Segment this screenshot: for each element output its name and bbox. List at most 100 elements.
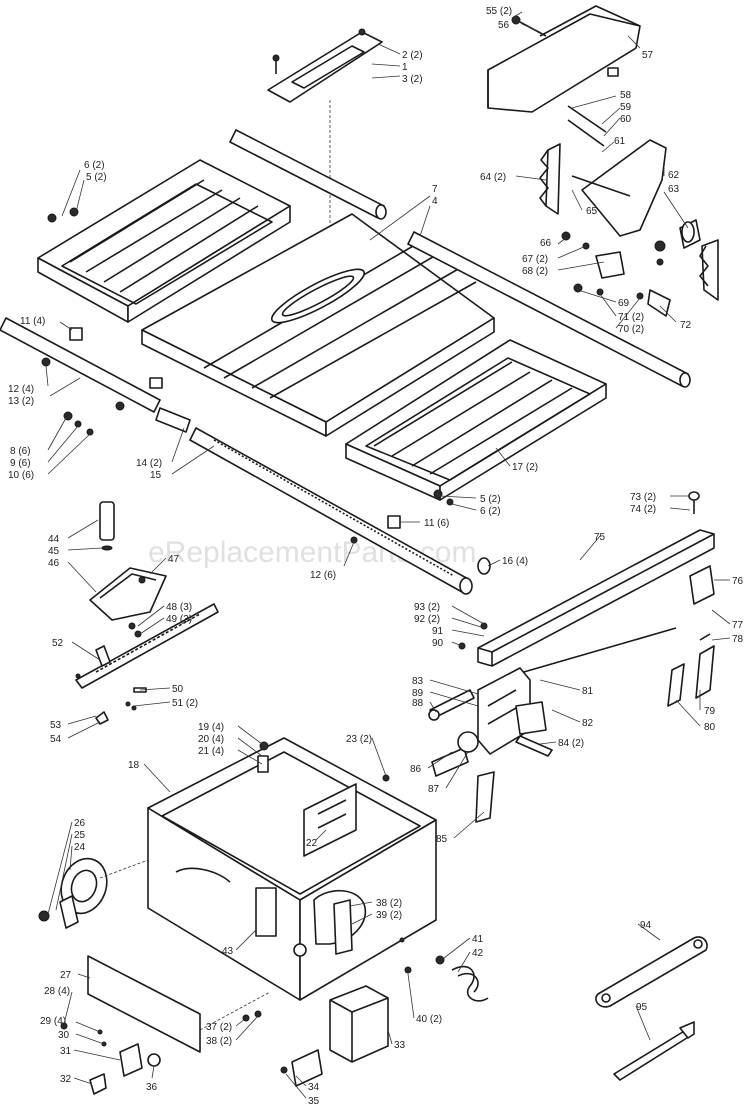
- callout-38-upper: 38 (2): [376, 898, 402, 909]
- callout-76: 76: [732, 576, 744, 587]
- callout-82: 82: [582, 718, 594, 729]
- callout-88: 88: [412, 698, 424, 709]
- callout-95: 95: [636, 1002, 648, 1013]
- callout-12-left: 12 (4): [8, 384, 34, 395]
- callout-91: 91: [432, 626, 444, 637]
- callout-44: 44: [48, 534, 60, 545]
- callout-26: 26: [74, 818, 86, 829]
- callout-40: 40 (2): [416, 1014, 442, 1025]
- rip-fence: [428, 491, 715, 823]
- callout-42: 42: [472, 948, 484, 959]
- power-cord: [399, 937, 489, 1002]
- callout-81: 81: [582, 686, 594, 697]
- callout-labels: 55 (2) 56 57 2 (2) 1 3 (2) 58 59 60 61 6…: [8, 6, 744, 1107]
- callout-5-top: 5 (2): [86, 172, 107, 183]
- callout-86: 86: [410, 764, 422, 775]
- callout-80: 80: [704, 722, 716, 733]
- junction-box: [280, 985, 389, 1087]
- callout-69: 69: [618, 298, 630, 309]
- callout-25: 25: [74, 830, 86, 841]
- callout-4: 4: [432, 196, 438, 207]
- callout-77: 77: [732, 620, 744, 631]
- callout-6-top: 6 (2): [84, 160, 105, 171]
- callout-33: 33: [394, 1040, 406, 1051]
- leader-lines: [45, 11, 731, 1099]
- callout-20: 20 (4): [198, 734, 224, 745]
- callout-32: 32: [60, 1074, 72, 1085]
- callout-34: 34: [308, 1082, 320, 1093]
- callout-93: 93 (2): [414, 602, 440, 613]
- callout-13: 13 (2): [8, 396, 34, 407]
- callout-15: 15: [150, 470, 162, 481]
- right-extension-wing: [345, 339, 607, 501]
- callout-5-right: 5 (2): [480, 494, 501, 505]
- callout-11-left: 11 (4): [20, 316, 45, 327]
- callout-50: 50: [172, 684, 184, 695]
- callout-67: 67 (2): [522, 254, 548, 265]
- wrench-94: [595, 936, 708, 1008]
- callout-45: 45: [48, 546, 60, 557]
- callout-64: 64 (2): [480, 172, 506, 183]
- callout-63: 63: [668, 184, 680, 195]
- callout-2: 2 (2): [402, 50, 423, 61]
- callout-14: 14 (2): [136, 458, 162, 469]
- callout-39: 39 (2): [376, 910, 402, 921]
- callout-43: 43: [222, 946, 234, 957]
- callout-1: 1: [402, 62, 408, 73]
- callout-79: 79: [704, 706, 716, 717]
- callout-56: 56: [498, 20, 510, 31]
- blade-guard: [487, 5, 641, 113]
- callout-31: 31: [60, 1046, 72, 1057]
- callout-12-right: 12 (6): [310, 570, 336, 581]
- cabinet-base: [147, 737, 437, 1001]
- callout-85: 85: [436, 834, 448, 845]
- callout-10: 10 (6): [8, 470, 34, 481]
- callout-87: 87: [428, 784, 440, 795]
- splitter-assembly: [539, 105, 719, 317]
- callout-19: 19 (4): [198, 722, 224, 733]
- callout-54: 54: [50, 734, 62, 745]
- callout-83: 83: [412, 676, 424, 687]
- callout-22: 22: [306, 838, 318, 849]
- callout-70: 70 (2): [618, 324, 644, 335]
- callout-55: 55 (2): [486, 6, 512, 17]
- callout-21: 21 (4): [198, 746, 224, 757]
- main-table-top: [141, 213, 495, 437]
- callout-9: 9 (6): [10, 458, 31, 469]
- callout-58: 58: [620, 90, 632, 101]
- left-extension-wing: [37, 159, 291, 323]
- callout-92: 92 (2): [414, 614, 440, 625]
- callout-36: 36: [146, 1082, 158, 1093]
- callout-74: 74 (2): [630, 504, 656, 515]
- callout-23: 23 (2): [346, 734, 372, 745]
- callout-38-lower: 38 (2): [206, 1036, 232, 1047]
- callout-49: 49 (3): [166, 614, 192, 625]
- callout-71: 71 (2): [618, 312, 644, 323]
- callout-59: 59: [620, 102, 632, 113]
- callout-94: 94: [640, 920, 652, 931]
- callout-47: 47: [168, 554, 180, 565]
- callout-6-right: 6 (2): [480, 506, 501, 517]
- callout-24: 24: [74, 842, 86, 853]
- callout-66: 66: [540, 238, 552, 249]
- callout-52: 52: [52, 638, 64, 649]
- callout-65: 65: [586, 206, 598, 217]
- callout-89: 89: [412, 688, 424, 699]
- callout-41: 41: [472, 934, 484, 945]
- callout-30: 30: [58, 1030, 70, 1041]
- callout-27: 27: [60, 970, 72, 981]
- callout-16: 16 (4): [502, 556, 528, 567]
- callout-84: 84 (2): [558, 738, 584, 749]
- callout-11-right: 11 (6): [424, 518, 449, 529]
- callout-78: 78: [732, 634, 744, 645]
- hardware-bits: [41, 207, 491, 575]
- callout-75: 75: [594, 532, 606, 543]
- wrench-95: [613, 1021, 695, 1081]
- miter-gauge: [75, 501, 219, 725]
- callout-7: 7: [432, 184, 438, 195]
- callout-51: 51 (2): [172, 698, 198, 709]
- callout-60: 60: [620, 114, 632, 125]
- callout-29: 29 (4): [40, 1016, 66, 1027]
